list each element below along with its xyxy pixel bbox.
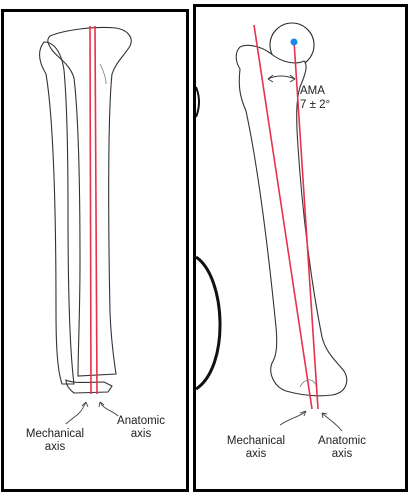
mechanical-axis-label-line2: axis <box>44 441 66 453</box>
ama-label-title: AMA <box>300 85 325 97</box>
anatomic-axis-arrow <box>99 401 119 417</box>
femoral-head-center <box>290 38 298 46</box>
anatomic-axis-label-line2: axis <box>130 428 152 440</box>
anatomic-axis-label: Anatomic axis <box>108 415 174 441</box>
fibula-outline <box>38 41 75 385</box>
pelvis-tick <box>196 86 200 118</box>
mechanical-axis-arrow <box>279 410 307 426</box>
anatomic-axis-arrow <box>321 412 343 432</box>
mechanical-axis-label-line1: Mechanical <box>25 428 85 440</box>
mechanical-axis-arrowhead <box>299 410 307 417</box>
anatomic-axis-label-line1: Anatomic <box>318 435 366 447</box>
anatomic-axis-label-line2: axis <box>331 448 353 460</box>
ama-label-value: 7 ± 2° <box>300 99 331 111</box>
femur-diagram <box>196 22 348 432</box>
anatomic-axis-arrowhead <box>321 412 328 419</box>
tibial-tubercle-detail <box>99 63 107 85</box>
mechanical-axis-arrowhead <box>81 401 89 408</box>
distal-tibia-outline <box>65 379 113 394</box>
mechanical-axis-label-line2: axis <box>245 448 267 460</box>
ama-arc-arrowhead-left <box>267 74 274 83</box>
femur-outline <box>235 44 348 397</box>
anatomic-axis-line <box>94 25 98 395</box>
femur-panel: AMA 7 ± 2° Mechanical axis Anatomic axis <box>193 4 408 492</box>
pelvis-arc <box>196 255 222 391</box>
ama-arc-arrowhead-right <box>289 74 296 83</box>
anatomic-axis-line <box>253 24 313 410</box>
tibia-panel: Mechanical axis Anatomic axis <box>1 9 189 492</box>
tibia-diagram <box>38 25 132 425</box>
mechanical-axis-label-line1: Mechanical <box>226 435 286 447</box>
mechanical-axis-arrow <box>65 401 87 425</box>
anatomic-axis-label: Anatomic axis <box>306 435 378 461</box>
anatomic-axis-label-line1: Anatomic <box>117 415 165 427</box>
anatomic-axis-arrowhead <box>98 401 105 408</box>
mechanical-axis-line <box>89 25 92 395</box>
mechanical-axis-label: Mechanical axis <box>216 435 296 461</box>
mechanical-axis-line <box>293 40 319 410</box>
ama-angle-arc <box>267 75 296 80</box>
tibia-outline <box>47 26 132 377</box>
ama-label: AMA 7 ± 2° <box>300 84 330 112</box>
mechanical-axis-label: Mechanical axis <box>20 428 90 454</box>
